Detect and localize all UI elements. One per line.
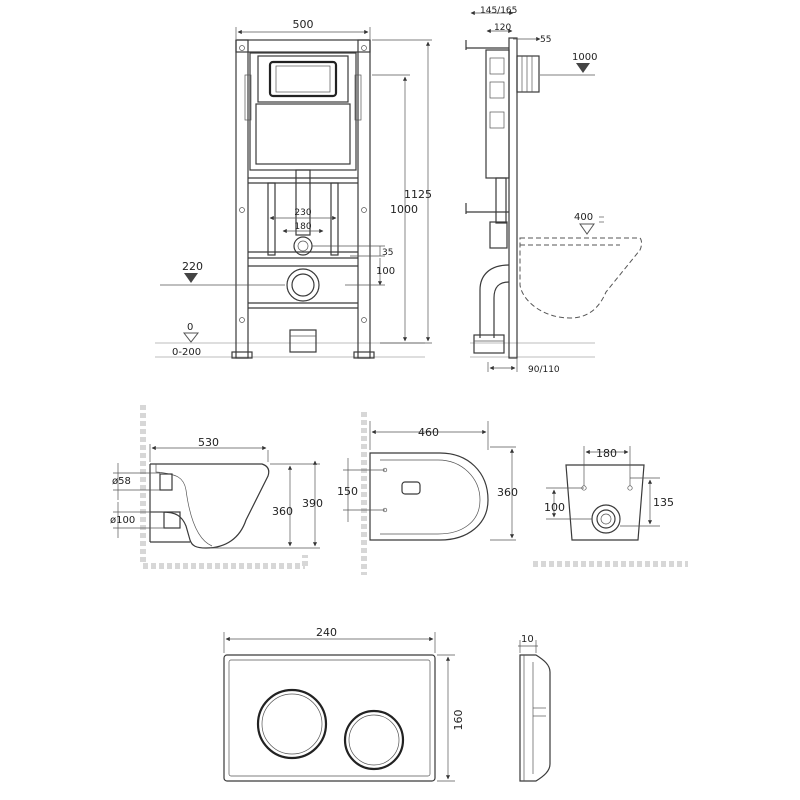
dim-bowl-h390: 390: [302, 497, 323, 510]
dim-frame-width: 500: [293, 18, 314, 31]
dim-180: 180: [294, 222, 311, 232]
dim-plate-width: 240: [316, 626, 337, 639]
dim-120: 120: [494, 23, 511, 33]
flush-button-small: [343, 709, 405, 771]
level-0: 0: [187, 322, 193, 333]
dim-back-180: 180: [596, 447, 617, 460]
bowl-top-view: 460 150 360: [337, 412, 518, 575]
dim-frame-height-1000: 1000: [390, 203, 418, 216]
dim-35: 35: [382, 248, 393, 258]
frame-side-view: 145/165 120 55 1000 400 90/110: [465, 6, 642, 375]
dim-top-360: 360: [497, 486, 518, 499]
dim-plate-depth: 10: [521, 634, 534, 645]
dim-145-165: 145/165: [480, 6, 517, 16]
level-1000: 1000: [572, 52, 597, 63]
flush-plate-front: 240 160: [223, 626, 465, 782]
level-400: 400: [574, 212, 593, 223]
dim-d100: ø100: [110, 515, 135, 526]
dim-55: 55: [540, 35, 551, 45]
dim-frame-height-1125: 1125: [404, 188, 432, 201]
flush-plate-side: 10: [518, 634, 551, 782]
dim-bowl-length: 530: [198, 436, 219, 449]
dim-100: 100: [376, 266, 395, 277]
dim-bowl-h360: 360: [272, 505, 293, 518]
dim-90-110: 90/110: [528, 365, 560, 375]
bowl-back-view: 180 100 135: [533, 446, 688, 567]
level-range: 0-200: [172, 347, 201, 358]
dim-230: 230: [294, 208, 311, 218]
dim-plate-height: 160: [452, 710, 465, 731]
dim-back-100: 100: [544, 501, 565, 514]
bowl-side-view: 530 ø58 ø100 360 390: [110, 405, 323, 569]
frame-front-view: 500 1125 1000 230 180 35 100 220 0 0-200: [155, 18, 432, 359]
dim-top-150: 150: [337, 485, 358, 498]
level-220: 220: [182, 260, 203, 273]
dim-d58: ø58: [112, 476, 131, 487]
dim-top-width: 460: [418, 426, 439, 439]
dim-back-135: 135: [653, 496, 674, 509]
flush-button-large: [256, 688, 328, 760]
